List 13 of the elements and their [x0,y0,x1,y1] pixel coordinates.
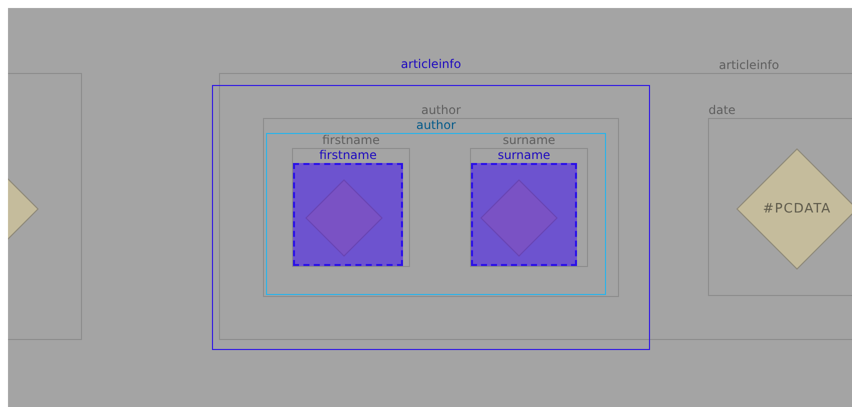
element-name: firstname [319,149,377,161]
element-name: articleinfo [400,58,462,70]
empty-diamond [481,180,557,256]
empty-diamond [306,180,382,256]
element-name: surname [502,134,556,146]
element-name: author [416,119,456,131]
element-name: author [421,104,461,116]
element-name: articleinfo [718,59,780,71]
element-name: date [708,104,736,116]
element-name: surname [498,149,550,161]
element-name: firstname [322,134,380,146]
node-label: #PCDATA [762,202,832,216]
diamond-node [737,149,852,269]
